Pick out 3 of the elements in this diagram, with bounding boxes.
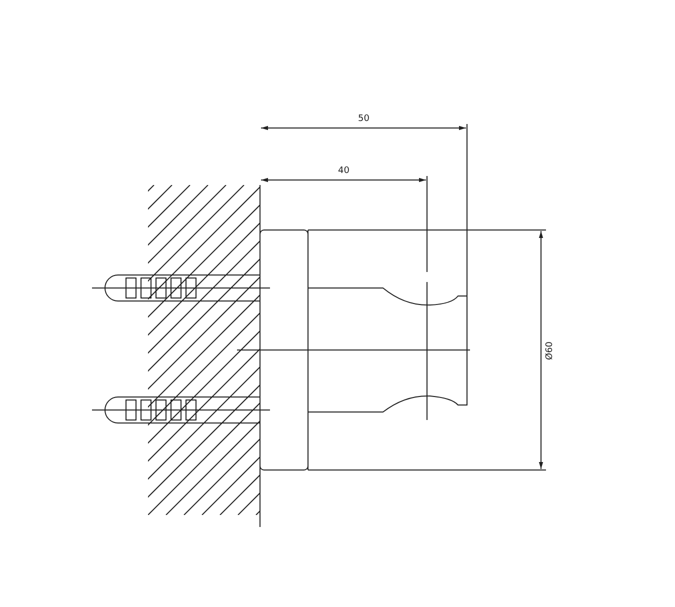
dimension-text: Ø60 xyxy=(545,341,555,360)
dimension-text: 50 xyxy=(358,114,370,124)
dimension-text: 40 xyxy=(338,166,350,176)
